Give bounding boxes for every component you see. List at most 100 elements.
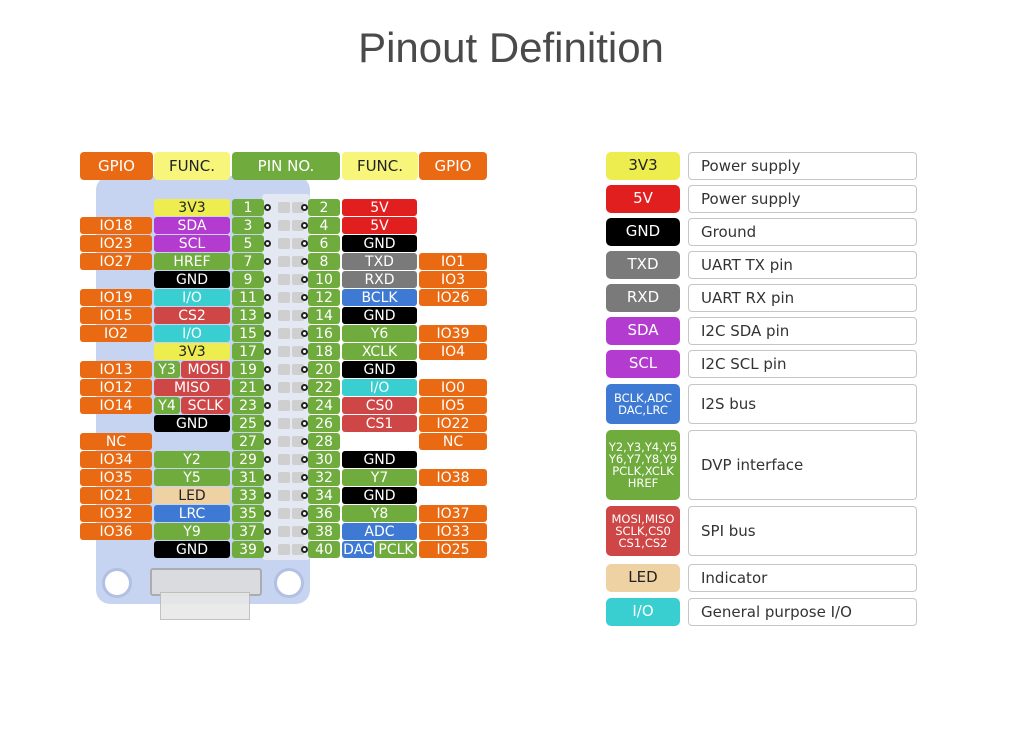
pin-dot-icon: [264, 546, 271, 553]
pin-dot-icon: [301, 258, 308, 265]
func-label-left: GND: [154, 271, 230, 288]
legend-description: I2C SDA pin: [688, 317, 917, 345]
pin-number-left: 19: [232, 361, 264, 378]
pin-number-left: 9: [232, 271, 264, 288]
pin-dot-icon: [301, 474, 308, 481]
gpio-label-right: IO37: [419, 505, 487, 522]
pin-dot-icon: [301, 348, 308, 355]
pin-dot-icon: [301, 510, 308, 517]
pin-number-right: 28: [308, 433, 340, 450]
header-pin-icon: [292, 202, 304, 213]
func-label-right: RXD: [342, 271, 417, 288]
pin-dot-icon: [264, 276, 271, 283]
header-pin-icon: [278, 490, 290, 501]
pin-dot-icon: [301, 420, 308, 427]
legend-description: Indicator: [688, 564, 917, 592]
header-pin-icon: [278, 400, 290, 411]
header-pin-icon: [278, 310, 290, 321]
pin-dot-icon: [301, 438, 308, 445]
pin-number-left: 23: [232, 397, 264, 414]
func-label-right: I/O: [342, 379, 417, 396]
header-gpio-left: GPIO: [80, 152, 153, 180]
legend-swatch: 3V3: [606, 152, 680, 180]
pin-number-right: 8: [308, 253, 340, 270]
pin-dot-icon: [301, 492, 308, 499]
legend-swatch: BCLK,ADC DAC,LRC: [606, 384, 680, 424]
header-pin-icon: [292, 220, 304, 231]
gpio-label-right: IO26: [419, 289, 487, 306]
header-pin-icon: [292, 418, 304, 429]
header-pin-icon: [278, 256, 290, 267]
pin-number-left: 17: [232, 343, 264, 360]
pin-number-left: 13: [232, 307, 264, 324]
func-label-left: SCL: [154, 235, 230, 252]
legend-description: DVP interface: [688, 430, 917, 500]
pin-number-right: 34: [308, 487, 340, 504]
pin-dot-icon: [301, 222, 308, 229]
header-pin-icon: [278, 454, 290, 465]
header-pin-icon: [278, 220, 290, 231]
legend-swatch: MOSI,MISO SCLK,CS0 CS1,CS2: [606, 506, 680, 556]
func-label-right: Y8: [342, 505, 417, 522]
pin-number-right: 32: [308, 469, 340, 486]
header-pin-icon: [278, 238, 290, 249]
pin-number-left: 25: [232, 415, 264, 432]
gpio-label-left: IO32: [80, 505, 152, 522]
pin-dot-icon: [264, 222, 271, 229]
pin-dot-icon: [301, 546, 308, 553]
header-pin-icon: [278, 328, 290, 339]
pin-number-left: 39: [232, 541, 264, 558]
func-label-left: SDA: [154, 217, 230, 234]
camera-connector: [150, 568, 262, 596]
pin-number-left: 35: [232, 505, 264, 522]
pin-number-left: 15: [232, 325, 264, 342]
pin-dot-icon: [264, 510, 271, 517]
header-pin-icon: [292, 364, 304, 375]
func-label-right: ADC: [342, 523, 417, 540]
func-label-left: MOSI: [181, 361, 230, 378]
header-pin-icon: [278, 382, 290, 393]
header-pin-icon: [292, 400, 304, 411]
legend-swatch: I/O: [606, 598, 680, 626]
func-label-left: GND: [154, 415, 230, 432]
header-pin-icon: [278, 346, 290, 357]
func-label-right: CS0: [342, 397, 417, 414]
gpio-label-left: IO2: [80, 325, 152, 342]
func-label-right: CS1: [342, 415, 417, 432]
gpio-label-left: IO19: [80, 289, 152, 306]
func-label-right: DAC: [342, 541, 374, 558]
pin-dot-icon: [264, 204, 271, 211]
func-label-right: 5V: [342, 217, 417, 234]
pin-dot-icon: [264, 312, 271, 319]
gpio-label-left: IO13: [80, 361, 152, 378]
pin-number-left: 37: [232, 523, 264, 540]
pin-dot-icon: [264, 474, 271, 481]
header-pin-icon: [292, 256, 304, 267]
gpio-label-right: IO25: [419, 541, 487, 558]
legend-swatch: SDA: [606, 317, 680, 345]
header-pin-no: PIN NO.: [232, 152, 340, 180]
pin-number-right: 14: [308, 307, 340, 324]
gpio-label-right: IO5: [419, 397, 487, 414]
func-label-left: Y9: [154, 523, 230, 540]
pin-number-right: 6: [308, 235, 340, 252]
func-label-right: PCLK: [375, 541, 417, 558]
gpio-label-left: IO34: [80, 451, 152, 468]
func-label-right: GND: [342, 361, 417, 378]
header-pin-icon: [292, 526, 304, 537]
legend-description: SPI bus: [688, 506, 917, 556]
func-label-left: Y3: [154, 361, 180, 378]
legend-swatch: LED: [606, 564, 680, 592]
camera-connector-tab: [160, 592, 250, 620]
legend-description: Power supply: [688, 152, 917, 180]
pin-dot-icon: [301, 330, 308, 337]
pin-dot-icon: [301, 294, 308, 301]
header-pin-icon: [278, 418, 290, 429]
pin-number-right: 38: [308, 523, 340, 540]
header-pin-icon: [292, 274, 304, 285]
gpio-label-left: IO35: [80, 469, 152, 486]
func-label-right: XCLK: [342, 343, 417, 360]
pin-number-right: 4: [308, 217, 340, 234]
header-pin-icon: [292, 292, 304, 303]
pin-number-right: 2: [308, 199, 340, 216]
